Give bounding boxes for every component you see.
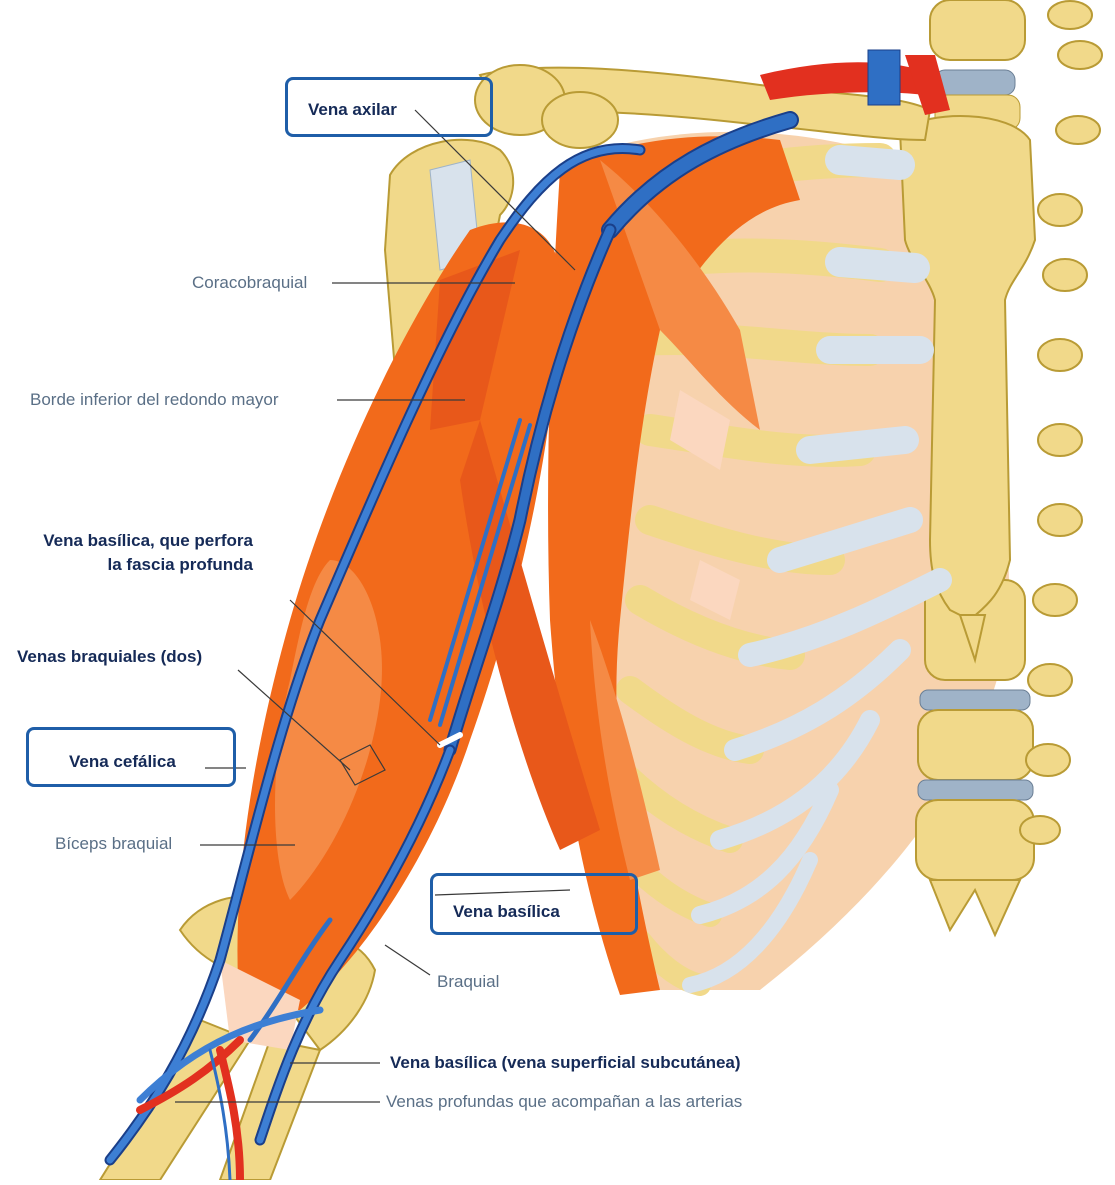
- arm-muscles: [220, 222, 600, 1050]
- vena-basilica-perfora-label-1: Vena basílica, que perfora: [43, 531, 253, 550]
- cephalic-vein: [104, 143, 646, 1166]
- sternum: [898, 115, 1037, 664]
- great-vessels: [760, 49, 950, 115]
- vena-basilica-label: Vena basílica: [453, 902, 560, 921]
- venas-braquiales-label: Venas braquiales (dos): [17, 647, 203, 666]
- venas-profundas-label: Venas profundas que acompañan a las arte…: [386, 1092, 743, 1111]
- biceps-braquial-label: Bíceps braquial: [55, 834, 173, 853]
- coracobraquial-label: Coracobraquial: [192, 273, 308, 292]
- borde-inferior-label: Borde inferior del redondo mayor: [30, 390, 279, 409]
- vena-cefalica-box: Vena cefálica: [26, 727, 236, 787]
- vena-axilar-label: Vena axilar: [308, 100, 397, 119]
- shoulder-girdle: [474, 64, 932, 149]
- vena-basilica-perfora-label-2: la fascia profunda: [107, 555, 253, 574]
- vena-cefalica-label: Vena cefálica: [69, 752, 176, 771]
- vena-axilar-box: Vena axilar: [285, 77, 493, 137]
- basilic-vein: [254, 223, 617, 1146]
- pectoral-muscles: [548, 136, 800, 995]
- vena-basilica-superficial-label: Vena basílica (vena superficial subcután…: [390, 1053, 741, 1072]
- vertebral-column: [915, 0, 1103, 938]
- axillary-vein: [601, 111, 799, 239]
- braquial-label: Braquial: [437, 972, 500, 991]
- vena-basilica-box: Vena basílica: [430, 873, 638, 935]
- forearm-vessels: [136, 1006, 324, 1184]
